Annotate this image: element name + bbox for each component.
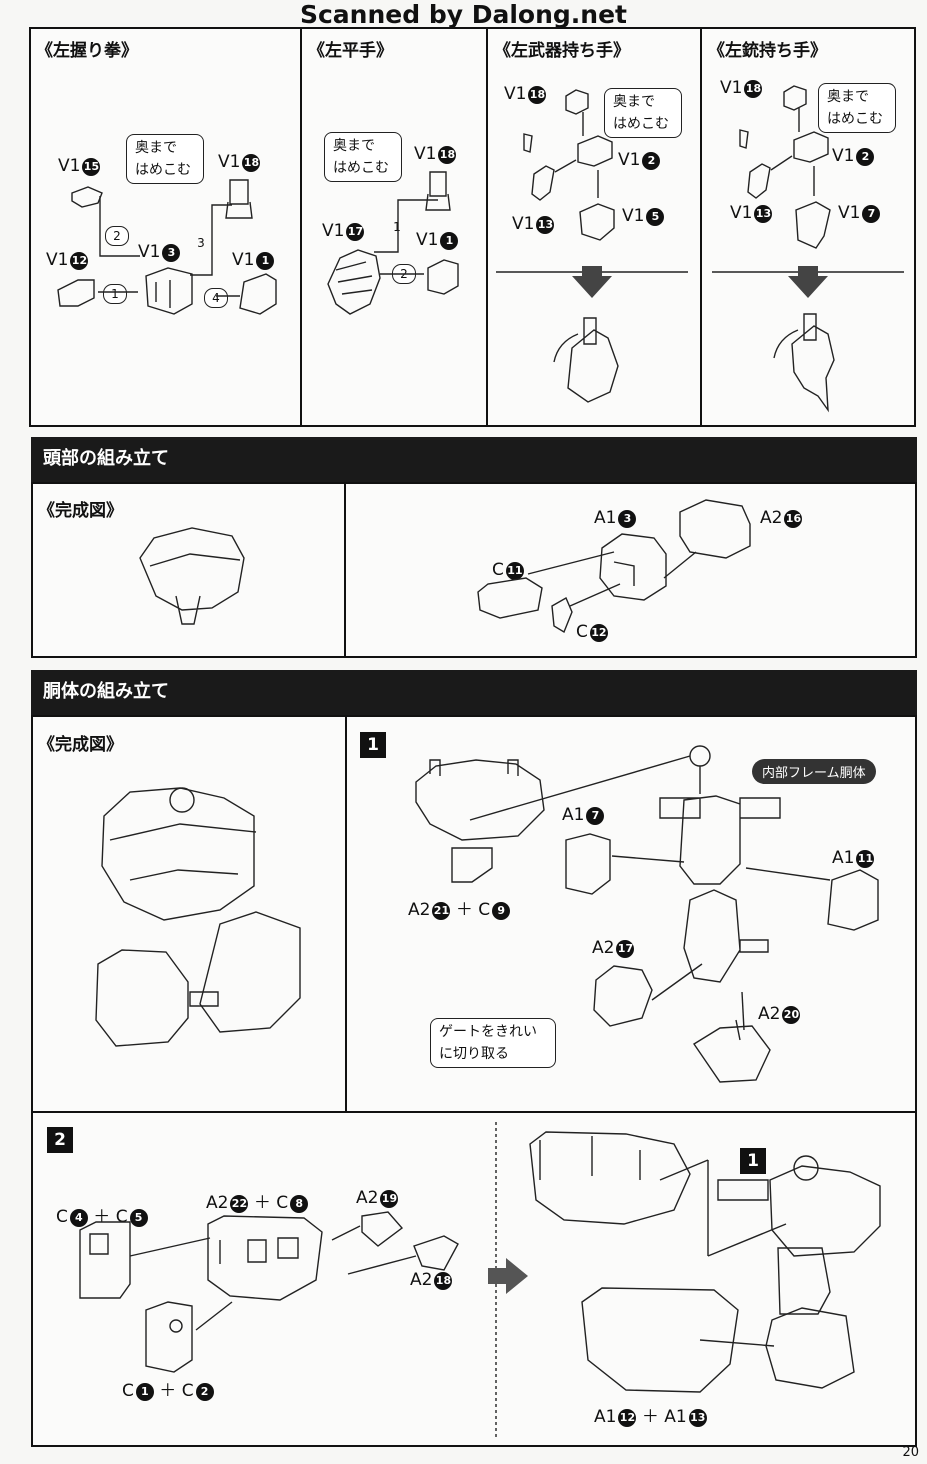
page-number: 20 (902, 1445, 919, 1460)
down-arrow-icon (572, 266, 828, 298)
flat-hand-title: 《左平手》 (308, 41, 393, 61)
step-reference: 1 (740, 1148, 766, 1174)
step-marker: 2 (105, 226, 129, 246)
torso-step1-illustration (415, 745, 879, 1083)
panel-left-flat-hand (300, 27, 488, 427)
weapon-hand-title: 《左武器持ち手》 (494, 41, 630, 61)
step-number: 2 (47, 1127, 73, 1153)
head-complete-title: 《完成図》 (38, 501, 123, 521)
torso-step2-panel (31, 1111, 917, 1447)
gun-hand-title: 《左銃持ち手》 (708, 41, 827, 61)
gun-insert-note: 奥まではめこむ (818, 83, 896, 133)
head-assembly-header: 頭部の組み立て (31, 437, 917, 483)
fist-title: 《左握り拳》 (36, 41, 138, 61)
fist-parts-illustration (57, 179, 277, 315)
fist-insert-note: 奥まではめこむ (126, 134, 204, 184)
watermark: Scanned by Dalong.net (299, 0, 627, 29)
torso-complete-panel (31, 715, 347, 1113)
flat-insert-note: 奥まではめこむ (324, 132, 402, 182)
step-number: 1 (360, 732, 386, 758)
torso-step2-illustration (79, 1122, 881, 1440)
step-marker: 1 (393, 220, 401, 234)
step-marker: 1 (103, 284, 127, 304)
flat-hand-illustration (327, 171, 459, 315)
inner-frame-label: 内部フレーム胴体 (752, 759, 876, 784)
step-marker: 3 (197, 236, 205, 250)
head-complete-panel (31, 482, 346, 658)
step-marker: 4 (204, 288, 228, 308)
torso-complete-illustration (95, 787, 301, 1047)
torso-complete-title: 《完成図》 (38, 735, 123, 755)
weapon-insert-note: 奥まではめこむ (604, 88, 682, 138)
head-illustration (139, 499, 751, 634)
gate-cut-note: ゲートをきれいに切り取る (430, 1018, 556, 1068)
torso-assembly-header: 胴体の組み立て (31, 670, 917, 716)
weapon-hand-illustration (496, 89, 688, 403)
gun-hand-illustration (712, 85, 904, 413)
panel-left-fist (29, 27, 302, 427)
